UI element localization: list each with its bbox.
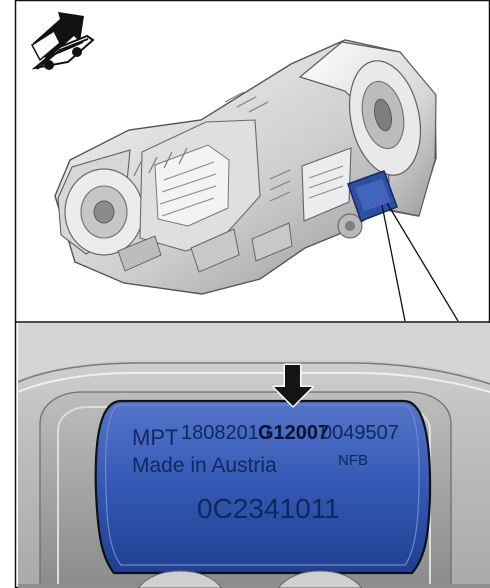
plate-origin: Made in Austria	[132, 454, 277, 477]
plate-prefix: MPT	[132, 425, 178, 450]
down-arrow-icon	[272, 363, 314, 408]
plate-date-code: 18082010	[181, 422, 270, 444]
plate-serial-number: 0049507	[321, 422, 399, 444]
car-direction-arrow-icon	[31, 12, 95, 70]
transmission-illustration	[54, 39, 437, 295]
plate-right-code: NFB	[338, 452, 368, 469]
id-plate	[94, 399, 432, 575]
plate-part-number: 0C2341011	[197, 493, 340, 524]
zoomed-plate-panel	[18, 323, 490, 588]
plate-highlighted-code: G12007	[258, 422, 329, 444]
